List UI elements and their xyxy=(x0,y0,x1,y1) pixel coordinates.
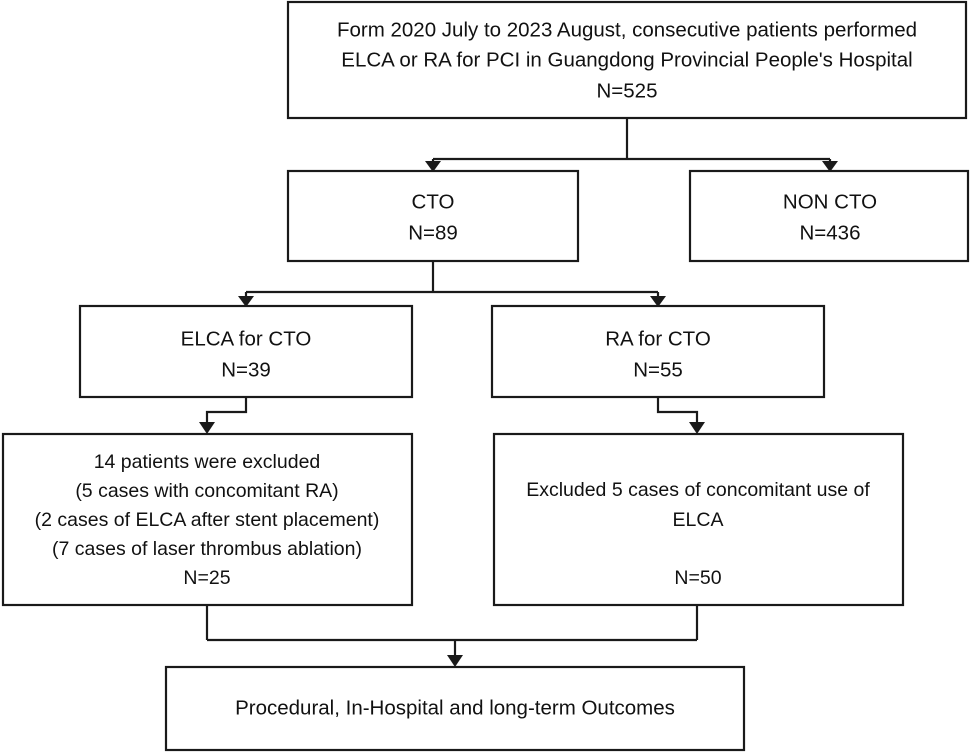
ra-excluded-box xyxy=(492,432,905,607)
non-cto-label: NON CTO xyxy=(783,190,877,213)
arrowhead-outcomes xyxy=(447,655,463,667)
node-enrollment: Form 2020 July to 2023 August, consecuti… xyxy=(286,0,968,120)
elca-excluded-line-2: (5 cases with concomitant RA) xyxy=(75,480,338,502)
node-non-cto: NON CTO N=436 xyxy=(688,169,970,263)
elca-excluded-line-4: (7 cases of laser thrombus ablation) xyxy=(52,538,362,560)
cto-label: CTO xyxy=(412,190,455,213)
arrowhead-non-cto xyxy=(822,161,838,172)
arrowhead-ra-excluded xyxy=(689,422,705,434)
enrollment-count: N=525 xyxy=(597,79,658,102)
arrowhead-elca-cto xyxy=(238,296,254,307)
ra-excluded-count: N=50 xyxy=(674,567,721,589)
ra-cto-label: RA for CTO xyxy=(605,327,711,350)
elca-cto-count: N=39 xyxy=(221,358,271,381)
arrowhead-ra-cto xyxy=(650,296,666,307)
enrollment-line-2: ELCA or RA for PCI in Guangdong Provinci… xyxy=(341,48,912,71)
node-elca-excluded: 14 patients were excluded (5 cases with … xyxy=(1,432,414,607)
ra-cto-count: N=55 xyxy=(633,358,683,381)
elca-cto-label: ELCA for CTO xyxy=(181,327,312,350)
connector-ra-step xyxy=(656,397,699,424)
node-cto: CTO N=89 xyxy=(286,169,580,263)
non-cto-count: N=436 xyxy=(800,221,861,244)
node-ra-excluded: Excluded 5 cases of concomitant use of E… xyxy=(492,432,905,607)
outcomes-box xyxy=(164,665,746,752)
ra-excluded-line-2: ELCA xyxy=(673,509,724,531)
cto-count: N=89 xyxy=(408,221,458,244)
node-outcomes: Procedural, In-Hospital and long-term Ou… xyxy=(164,665,746,752)
connector-elca-step xyxy=(205,397,248,424)
arrowhead-cto xyxy=(425,161,441,172)
elca-excluded-line-1: 14 patients were excluded xyxy=(94,451,321,473)
elca-excluded-box xyxy=(1,432,414,607)
elca-cto-box xyxy=(78,304,414,399)
ra-excluded-line-1: Excluded 5 cases of concomitant use of xyxy=(526,479,870,501)
enrollment-line-1: Form 2020 July to 2023 August, consecuti… xyxy=(337,18,917,41)
cto-box xyxy=(286,169,580,263)
connector-group xyxy=(199,118,838,667)
outcomes-label: Procedural, In-Hospital and long-term Ou… xyxy=(235,696,675,719)
elca-excluded-count: N=25 xyxy=(183,567,230,589)
non-cto-box xyxy=(688,169,970,263)
node-elca-for-cto: ELCA for CTO N=39 xyxy=(78,304,414,399)
node-ra-for-cto: RA for CTO N=55 xyxy=(490,304,826,399)
enrollment-box xyxy=(286,0,968,120)
arrowhead-elca-excluded xyxy=(199,422,215,434)
elca-excluded-line-3: (2 cases of ELCA after stent placement) xyxy=(35,509,380,531)
ra-cto-box xyxy=(490,304,826,399)
